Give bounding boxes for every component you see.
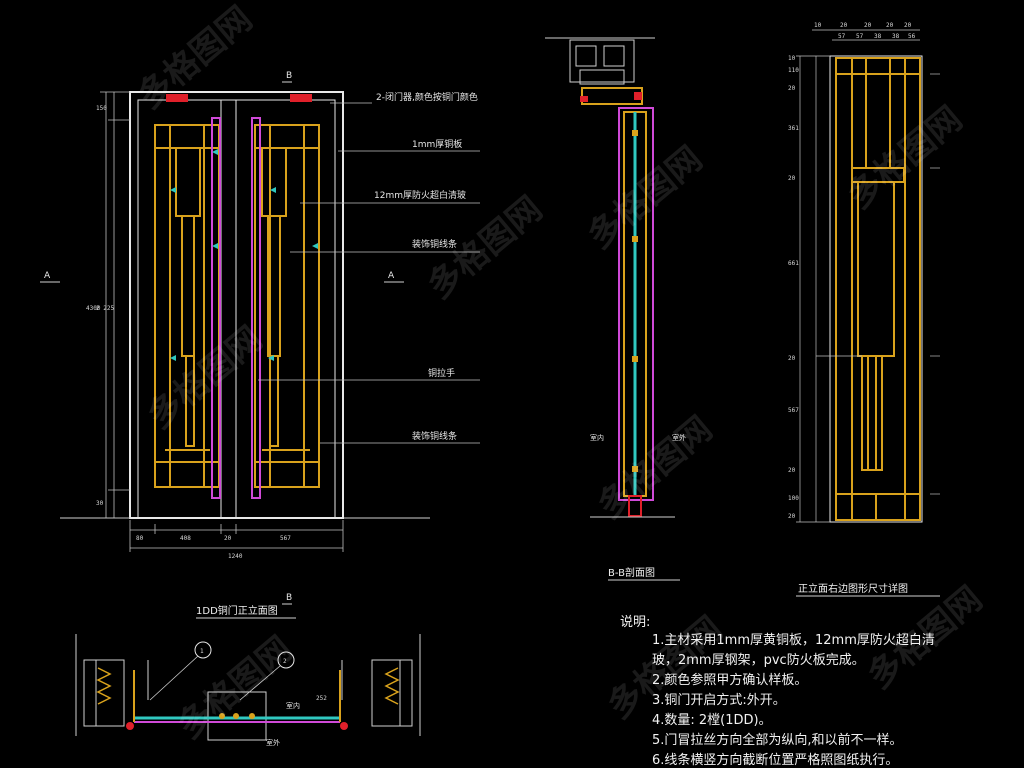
dim-total-height: 4300 <box>86 305 101 312</box>
detail-dim-top-2: 20 <box>840 22 848 29</box>
section-title: B-B剖面图 <box>608 566 655 579</box>
note-line-4: 3.铜门开启方式:外开。 <box>652 692 786 708</box>
plan-dim: 252 <box>316 695 327 702</box>
detail-dim-v-11: 20 <box>788 513 796 520</box>
detail-dim-top-5: 20 <box>904 22 912 29</box>
detail-dim-top2-3: 38 <box>874 33 882 40</box>
note-line-6: 5.门冒拉丝方向全部为纵向,和以前不一样。 <box>652 732 903 748</box>
plan-callout-1: 1 <box>200 648 204 655</box>
section-inside-label: 室内 <box>590 433 604 442</box>
detail-title: 正立面右边图形尺寸详图 <box>798 582 908 595</box>
detail-dim-v-5: 20 <box>788 175 796 182</box>
plan-inside-label: 室内 <box>286 701 300 710</box>
note-line-2: 玻，2mm厚钢架，pvc防火板完成。 <box>652 652 865 668</box>
detail-dim-top-4: 20 <box>886 22 894 29</box>
detail-dim-top2-5: 56 <box>908 33 916 40</box>
dim-bottom-1: 80 <box>136 535 144 542</box>
dim-bottom-3: 20 <box>224 535 232 542</box>
callout-trim-1: 装饰铜线条 <box>412 238 457 250</box>
dim-left-bottom: 30 <box>96 500 104 507</box>
section-outside-label: 室外 <box>672 433 686 442</box>
elevation-title: 1DD铜门正立面图 <box>196 604 278 617</box>
side-mark-right: A <box>388 271 395 281</box>
watermark-5: 多格图网 <box>590 409 720 527</box>
dim-total-width: 1240 <box>228 553 243 560</box>
watermark-1: 多格图网 <box>130 0 260 117</box>
watermark-2: 多格图网 <box>140 319 270 437</box>
door-plan <box>75 634 421 741</box>
section-mark-bottom: B <box>286 593 292 603</box>
section-mark-top: B <box>286 71 292 81</box>
callout-copper-plate: 1mm厚铜板 <box>412 138 462 150</box>
note-line-7: 6.线条横竖方向截断位置严格照图纸执行。 <box>652 752 898 768</box>
detail-dim-top-1: 10 <box>814 22 822 29</box>
detail-dim-v-9: 20 <box>788 467 796 474</box>
plan-outside-label: 室外 <box>266 738 280 747</box>
detail-dim-v-1: 10 <box>788 55 796 62</box>
callout-handle: 铜拉手 <box>428 367 455 379</box>
detail-dims-top: 10 20 20 20 20 57 57 38 38 56 <box>814 22 916 40</box>
note-line-3: 2.颜色参照甲方确认样板。 <box>652 672 807 688</box>
note-line-5: 4.数量: 2樘(1DD)。 <box>652 713 772 728</box>
notes-heading: 说明: <box>620 615 650 630</box>
callout-glass: 12mm厚防火超白清玻 <box>374 189 466 201</box>
detail-dim-v-6: 661 <box>788 260 799 267</box>
door-elevation <box>40 81 480 619</box>
detail-dim-v-4: 361 <box>788 125 799 132</box>
detail-dim-top2-1: 57 <box>838 33 846 40</box>
callout-closer: 2-闭门器,颜色按铜门颜色 <box>376 91 478 103</box>
detail-dim-v-3: 20 <box>788 85 796 92</box>
dim-left-top: 150 <box>96 105 107 112</box>
detail-dim-v-10: 100 <box>788 495 799 502</box>
side-mark-left: A <box>44 271 51 281</box>
dim-bottom-4: 567 <box>280 535 291 542</box>
note-line-1: 1.主材采用1mm厚黄铜板，12mm厚防火超白清 <box>652 632 935 648</box>
detail-dim-top-3: 20 <box>864 22 872 29</box>
detail-dim-v-7: 20 <box>788 355 796 362</box>
section-bb <box>545 37 680 581</box>
right-detail <box>796 29 940 597</box>
detail-dim-top2-4: 38 <box>892 33 900 40</box>
callout-trim-2: 装饰铜线条 <box>412 430 457 442</box>
detail-dims-right: 10 110 20 361 20 661 20 567 20 100 20 <box>788 55 799 520</box>
watermark-9: 多格图网 <box>170 629 300 747</box>
detail-dim-v-2: 110 <box>788 67 799 74</box>
dim-bottom-2: 408 <box>180 535 191 542</box>
detail-dim-v-8: 567 <box>788 407 799 414</box>
plan-callout-2: 2 <box>283 658 287 665</box>
notes-block: 说明: 1.主材采用1mm厚黄铜板，12mm厚防火超白清 玻，2mm厚钢架，pv… <box>620 615 935 768</box>
dim-left-mid: 2 225 <box>96 305 114 312</box>
detail-dim-top2-2: 57 <box>856 33 864 40</box>
